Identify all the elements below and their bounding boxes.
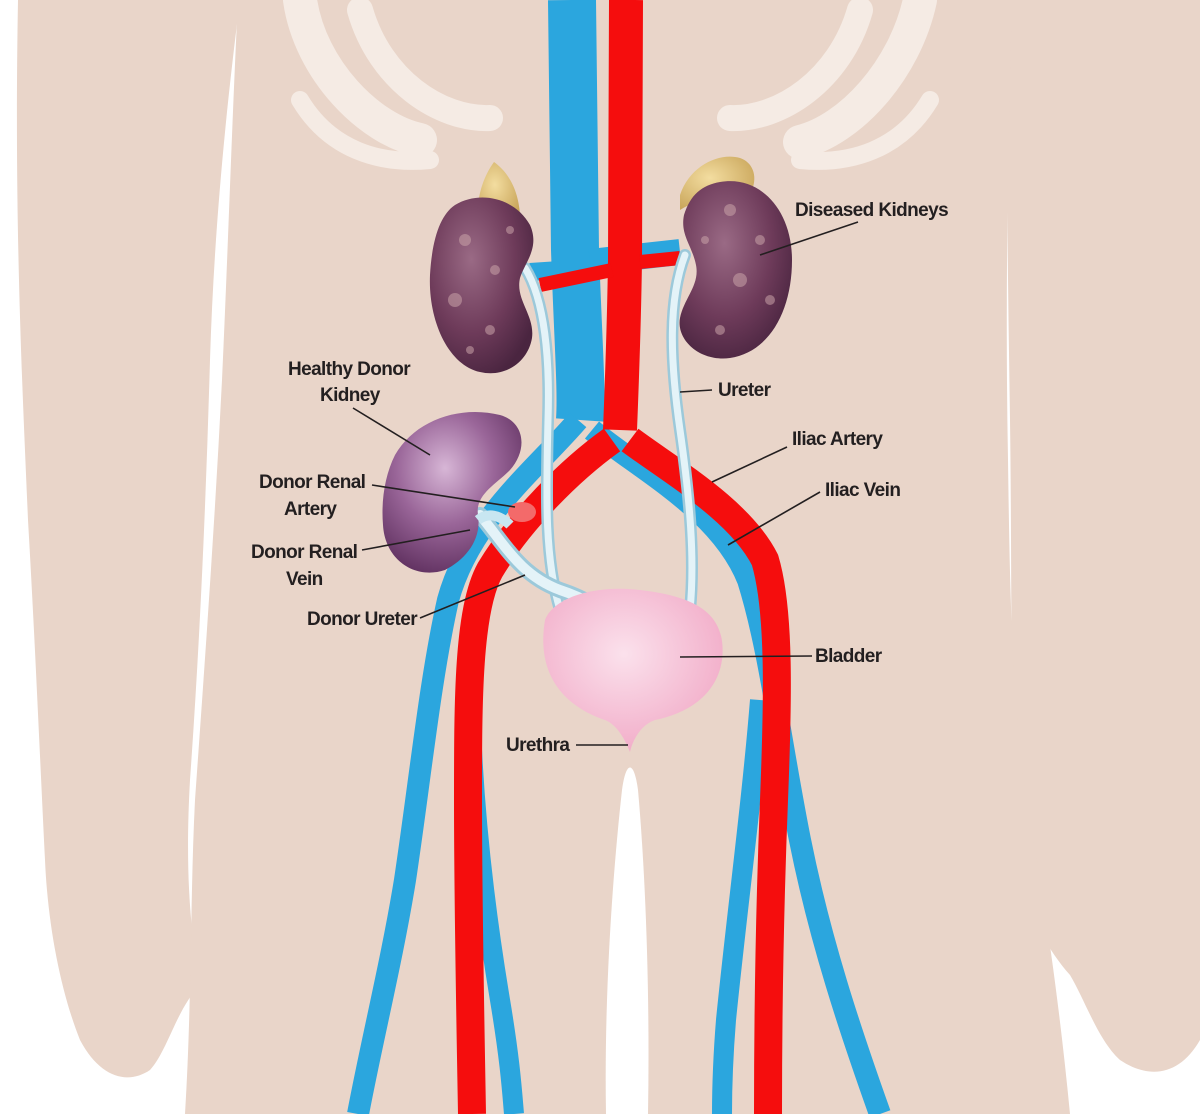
- label-iliac-vein: Iliac Vein: [825, 480, 900, 501]
- label-bladder: Bladder: [815, 646, 883, 667]
- label-donor-renal-artery-line1: Donor Renal: [259, 472, 365, 493]
- label-healthy-donor-kidney-line2: Kidney: [320, 385, 381, 406]
- label-donor-renal-vein-line1: Donor Renal: [251, 542, 357, 563]
- label-donor-renal-artery-line2: Artery: [284, 499, 337, 520]
- leader-lines: [353, 222, 858, 745]
- label-healthy-donor-kidney-line1: Healthy Donor: [288, 359, 411, 380]
- label-donor-ureter: Donor Ureter: [307, 609, 418, 630]
- label-urethra: Urethra: [506, 735, 570, 756]
- label-ureter: Ureter: [718, 380, 772, 401]
- label-diseased-kidneys: Diseased Kidneys: [795, 200, 948, 221]
- label-donor-renal-vein-line2: Vein: [286, 569, 323, 590]
- label-iliac-artery: Iliac Artery: [792, 429, 883, 450]
